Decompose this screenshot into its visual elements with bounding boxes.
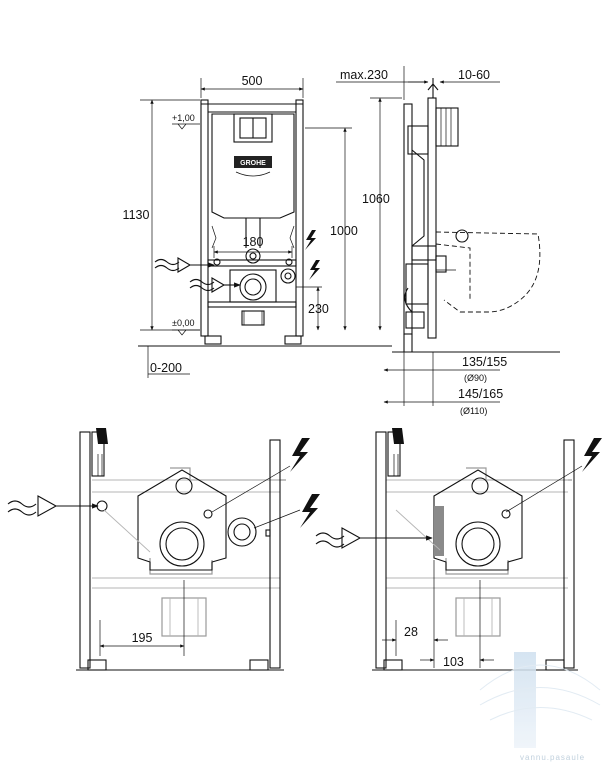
level-top: +1,00 — [172, 113, 195, 123]
water-supply-icon — [7, 495, 99, 517]
grohe-logo-text: GROHE — [240, 160, 266, 167]
water-supply-icon — [315, 527, 433, 549]
dim-floor-range: 0-200 — [150, 361, 182, 375]
dim-spacing-180: 180 — [243, 235, 264, 249]
side-dimensions: max.230 10-60 1060 135/155 (Ø90) 145/165… — [336, 66, 507, 416]
dim-height-total: 1130 — [123, 208, 150, 222]
detail-right — [372, 428, 583, 671]
dim-height-1000: 1000 — [330, 224, 358, 238]
detail-right-dimensions: 28 103 — [382, 560, 494, 669]
dim-offset-195: 195 — [132, 631, 153, 645]
front-view: GROHE — [200, 99, 304, 345]
water-supply-icon — [154, 257, 215, 273]
detail-left — [76, 428, 301, 671]
electric-bolt-icon — [300, 494, 320, 528]
grohe-logo — [234, 156, 272, 168]
side-view — [403, 78, 541, 352]
dim-outlet-110-range: 145/165 — [458, 387, 503, 401]
dim-offset-28: 28 — [404, 625, 418, 639]
watermark-text: vannu.pasaule — [520, 753, 585, 762]
dim-max-depth: max.230 — [340, 68, 388, 82]
dim-outlet-90-range: 135/155 — [462, 355, 507, 369]
electric-bolt-icon — [290, 438, 310, 472]
detail-left-dimensions: 195 — [99, 580, 185, 656]
dim-height-230: 230 — [308, 302, 329, 316]
dim-wall-range: 10-60 — [458, 68, 490, 82]
watermark: vannu.pasaule — [479, 652, 601, 762]
dim-outlet-90-dia: (Ø90) — [464, 373, 487, 383]
front-dimensions: 500 1130 +1,00 ±0,00 1000 180 230 0-200 — [123, 74, 560, 378]
dim-frame-width: 500 — [242, 74, 263, 88]
electric-bolt-icon — [582, 438, 602, 472]
water-supply-icon — [189, 277, 241, 293]
level-zero: ±0,00 — [172, 318, 194, 328]
dim-offset-103: 103 — [443, 655, 464, 669]
electric-bolt-icon — [305, 230, 316, 250]
electric-bolt-icon — [309, 260, 320, 280]
dim-outlet-110-dia: (Ø110) — [460, 406, 487, 416]
dim-height-1060: 1060 — [362, 192, 390, 206]
